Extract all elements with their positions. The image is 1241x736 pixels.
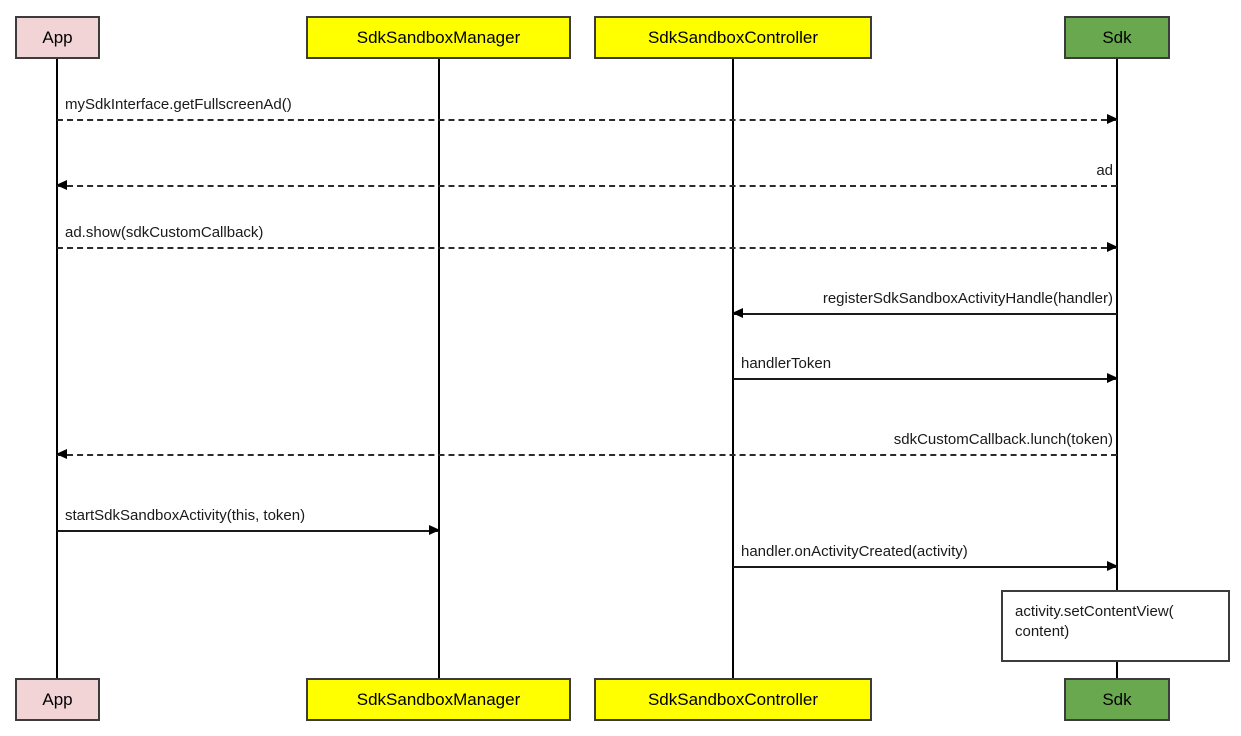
lifeline-controller bbox=[732, 58, 734, 678]
lifeline-sdk bbox=[1116, 58, 1118, 678]
message-line bbox=[57, 247, 1117, 249]
lifeline-header-app-label: App bbox=[42, 28, 73, 47]
lifeline-header-manager-label: SdkSandboxManager bbox=[356, 28, 521, 47]
lifeline-footer-controller[interactable]: SdkSandboxController bbox=[594, 678, 872, 721]
arrowhead-left-icon bbox=[56, 180, 67, 190]
lifeline-header-manager[interactable]: SdkSandboxManager bbox=[306, 16, 571, 59]
lifeline-footer-sdk[interactable]: Sdk bbox=[1064, 678, 1170, 721]
message-line bbox=[733, 566, 1117, 568]
lifeline-header-controller[interactable]: SdkSandboxController bbox=[594, 16, 872, 59]
message-label: sdkCustomCallback.lunch(token) bbox=[893, 430, 1113, 448]
note-line-2: content) bbox=[1015, 623, 1070, 641]
lifeline-header-controller-label: SdkSandboxController bbox=[647, 28, 819, 47]
message-label: startSdkSandboxActivity(this, token) bbox=[65, 506, 306, 524]
message-line bbox=[57, 454, 1117, 456]
message-line bbox=[57, 185, 1117, 187]
arrowhead-right-icon bbox=[429, 525, 440, 535]
arrowhead-left-icon bbox=[56, 449, 67, 459]
arrowhead-right-icon bbox=[1107, 242, 1118, 252]
note-line-1: activity.setContentView( bbox=[1015, 603, 1174, 620]
arrowhead-right-icon bbox=[1107, 373, 1118, 383]
message-line bbox=[57, 530, 439, 532]
lifeline-footer-controller-label: SdkSandboxController bbox=[647, 690, 819, 709]
message-label: mySdkInterface.getFullscreenAd() bbox=[65, 95, 292, 113]
lifeline-footer-app[interactable]: App bbox=[15, 678, 100, 721]
message-label: handlerToken bbox=[741, 354, 832, 372]
arrowhead-left-icon bbox=[732, 308, 743, 318]
lifeline-footer-sdk-label: Sdk bbox=[1102, 690, 1132, 709]
lifeline-footer-app-label: App bbox=[42, 690, 73, 709]
message-line bbox=[733, 313, 1117, 315]
message-label: handler.onActivityCreated(activity) bbox=[741, 542, 968, 560]
message-label: ad bbox=[1096, 161, 1113, 179]
message-label: ad.show(sdkCustomCallback) bbox=[65, 223, 264, 241]
lifeline-footer-manager[interactable]: SdkSandboxManager bbox=[306, 678, 571, 721]
lifeline-app bbox=[56, 58, 58, 678]
arrowhead-right-icon bbox=[1107, 561, 1118, 571]
message-line bbox=[57, 119, 1117, 121]
message-line bbox=[733, 378, 1117, 380]
note-activity-set-content-view[interactable]: activity.setContentView( content) bbox=[1001, 590, 1230, 662]
lifeline-manager bbox=[438, 58, 440, 678]
message-label: registerSdkSandboxActivityHandle(handler… bbox=[822, 289, 1113, 307]
lifeline-header-sdk[interactable]: Sdk bbox=[1064, 16, 1170, 59]
lifeline-header-app[interactable]: App bbox=[15, 16, 100, 59]
lifeline-header-sdk-label: Sdk bbox=[1102, 28, 1132, 47]
lifeline-footer-manager-label: SdkSandboxManager bbox=[356, 690, 521, 709]
arrowhead-right-icon bbox=[1107, 114, 1118, 124]
